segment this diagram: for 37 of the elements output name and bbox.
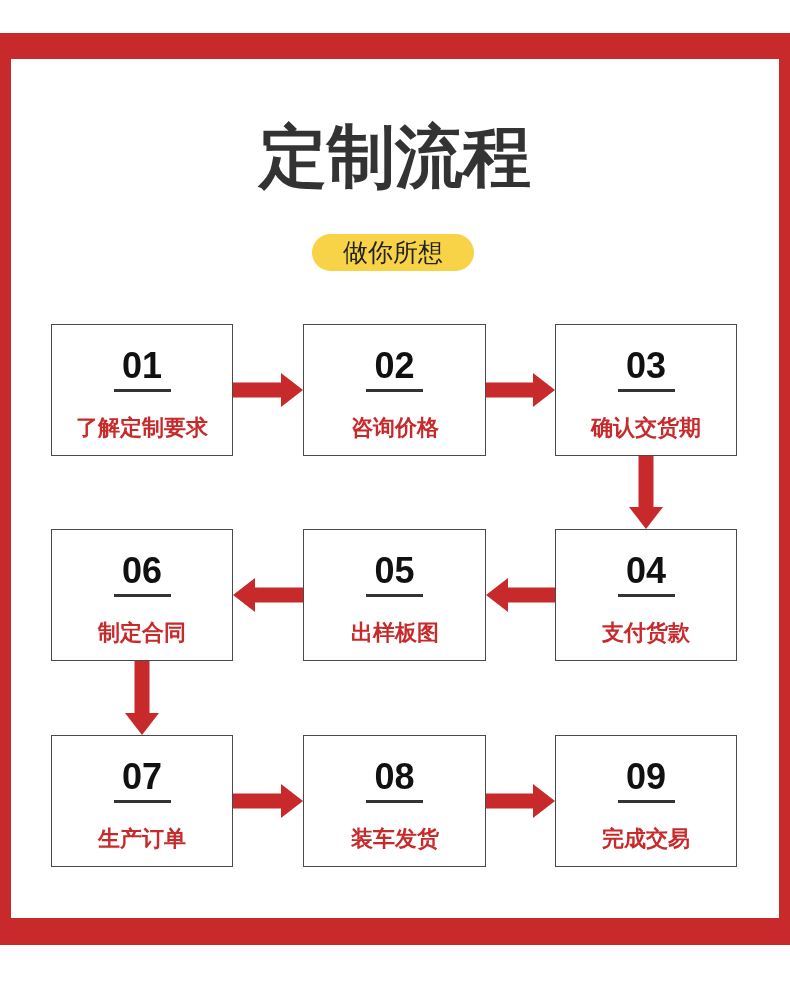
step-number: 09 (626, 759, 666, 795)
step-label: 咨询价格 (350, 415, 439, 441)
step-label: 出样板图 (350, 620, 439, 646)
step-box (555, 529, 737, 661)
step-number: 06 (122, 553, 162, 589)
step-number: 04 (626, 553, 666, 589)
step-label: 支付货款 (602, 620, 690, 646)
arrow (629, 456, 663, 529)
arrow (486, 784, 555, 818)
step-box (51, 324, 233, 456)
step-box (51, 529, 233, 661)
step-label: 确认交货期 (591, 415, 701, 441)
step-number: 05 (374, 553, 415, 589)
step-box (51, 735, 233, 867)
subtitle-pill: 做你所想 (312, 234, 474, 271)
title: 定制流程 (259, 122, 531, 190)
step-box (555, 324, 737, 456)
arrow (486, 373, 555, 407)
step-label: 了解定制要求 (76, 415, 208, 441)
step-box (303, 735, 486, 867)
arrow (125, 661, 159, 735)
step-number: 02 (374, 348, 415, 384)
step-number: 08 (374, 759, 415, 795)
step-box (303, 529, 486, 661)
arrow (233, 784, 303, 818)
arrow (233, 373, 303, 407)
step-label: 完成交易 (602, 826, 690, 852)
arrow (233, 578, 303, 612)
step-box (555, 735, 737, 867)
step-label: 生产订单 (98, 826, 186, 852)
step-number: 03 (626, 348, 666, 384)
step-box (303, 324, 486, 456)
arrow (486, 578, 555, 612)
step-number: 07 (122, 759, 162, 795)
step-label: 装车发货 (350, 826, 439, 852)
step-label: 制定合同 (98, 620, 186, 646)
step-number: 01 (122, 348, 162, 384)
